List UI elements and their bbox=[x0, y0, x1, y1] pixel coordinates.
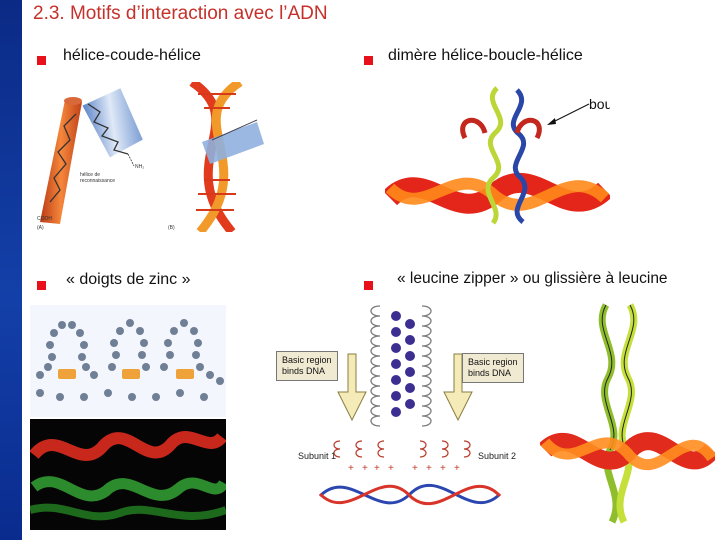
dna-double-helix-icon bbox=[189, 82, 264, 232]
nh2-label: NH₂ bbox=[135, 164, 145, 170]
svg-text:+: + bbox=[374, 463, 380, 474]
protein-helix-icon bbox=[385, 86, 610, 225]
svg-text:+: + bbox=[388, 463, 394, 474]
panel-b-label: (B) bbox=[168, 225, 175, 231]
hth-diagram-a: NH₂ COOH (A) hélice de reconnaissance bbox=[30, 82, 160, 232]
hth-diagram-b: (B) bbox=[162, 82, 272, 232]
protein-helix-icon: + + + + + + + + bbox=[318, 305, 502, 506]
slide-title: 2.3. Motifs d’interaction avec l’ADN bbox=[33, 3, 328, 24]
svg-text:+: + bbox=[440, 463, 446, 474]
square-bullet-icon bbox=[364, 281, 373, 290]
square-bullet-icon bbox=[37, 281, 46, 290]
basic-region-left: Basic region binds DNA bbox=[276, 351, 338, 381]
section-label-leucine: « leucine zipper » ou glissière à leucin… bbox=[397, 270, 668, 287]
subunit-2-label: Subunit 2 bbox=[478, 451, 517, 461]
zinc-finger-diagram bbox=[30, 305, 226, 530]
cooh-label: COOH bbox=[37, 216, 52, 222]
slide-sidebar bbox=[0, 0, 22, 540]
square-bullet-icon bbox=[37, 56, 46, 65]
svg-text:+: + bbox=[348, 463, 354, 474]
svg-text:+: + bbox=[426, 463, 432, 474]
recognition-helix-label: hélice de reconnaissance bbox=[80, 172, 116, 184]
section-label-zinc: « doigts de zinc » bbox=[66, 271, 191, 288]
svg-text:+: + bbox=[412, 463, 418, 474]
boucle-callout: boucle bbox=[589, 96, 610, 112]
square-bullet-icon bbox=[364, 56, 373, 65]
section-label-hth: hélice-coude-hélice bbox=[63, 47, 201, 64]
leucine-zipper-schematic: + + + + + + + + Basic region binds DNA Basic r… bbox=[270, 296, 532, 524]
svg-text:+: + bbox=[454, 463, 460, 474]
section-label-hlh: dimère hélice-boucle-hélice bbox=[388, 47, 583, 64]
svg-text:+: + bbox=[362, 463, 368, 474]
hlh-diagram: boucle bbox=[385, 78, 610, 228]
panel-a-label: (A) bbox=[37, 225, 44, 231]
leucine-zipper-3d bbox=[540, 300, 715, 525]
basic-region-right: Basic region binds DNA bbox=[462, 353, 524, 383]
subunit-1-label: Subunit 1 bbox=[298, 451, 337, 461]
protein-helix-icon bbox=[40, 88, 143, 224]
protein-helix-icon bbox=[540, 303, 715, 524]
protein-helix-icon bbox=[30, 305, 226, 530]
arrow-icon bbox=[547, 103, 590, 125]
